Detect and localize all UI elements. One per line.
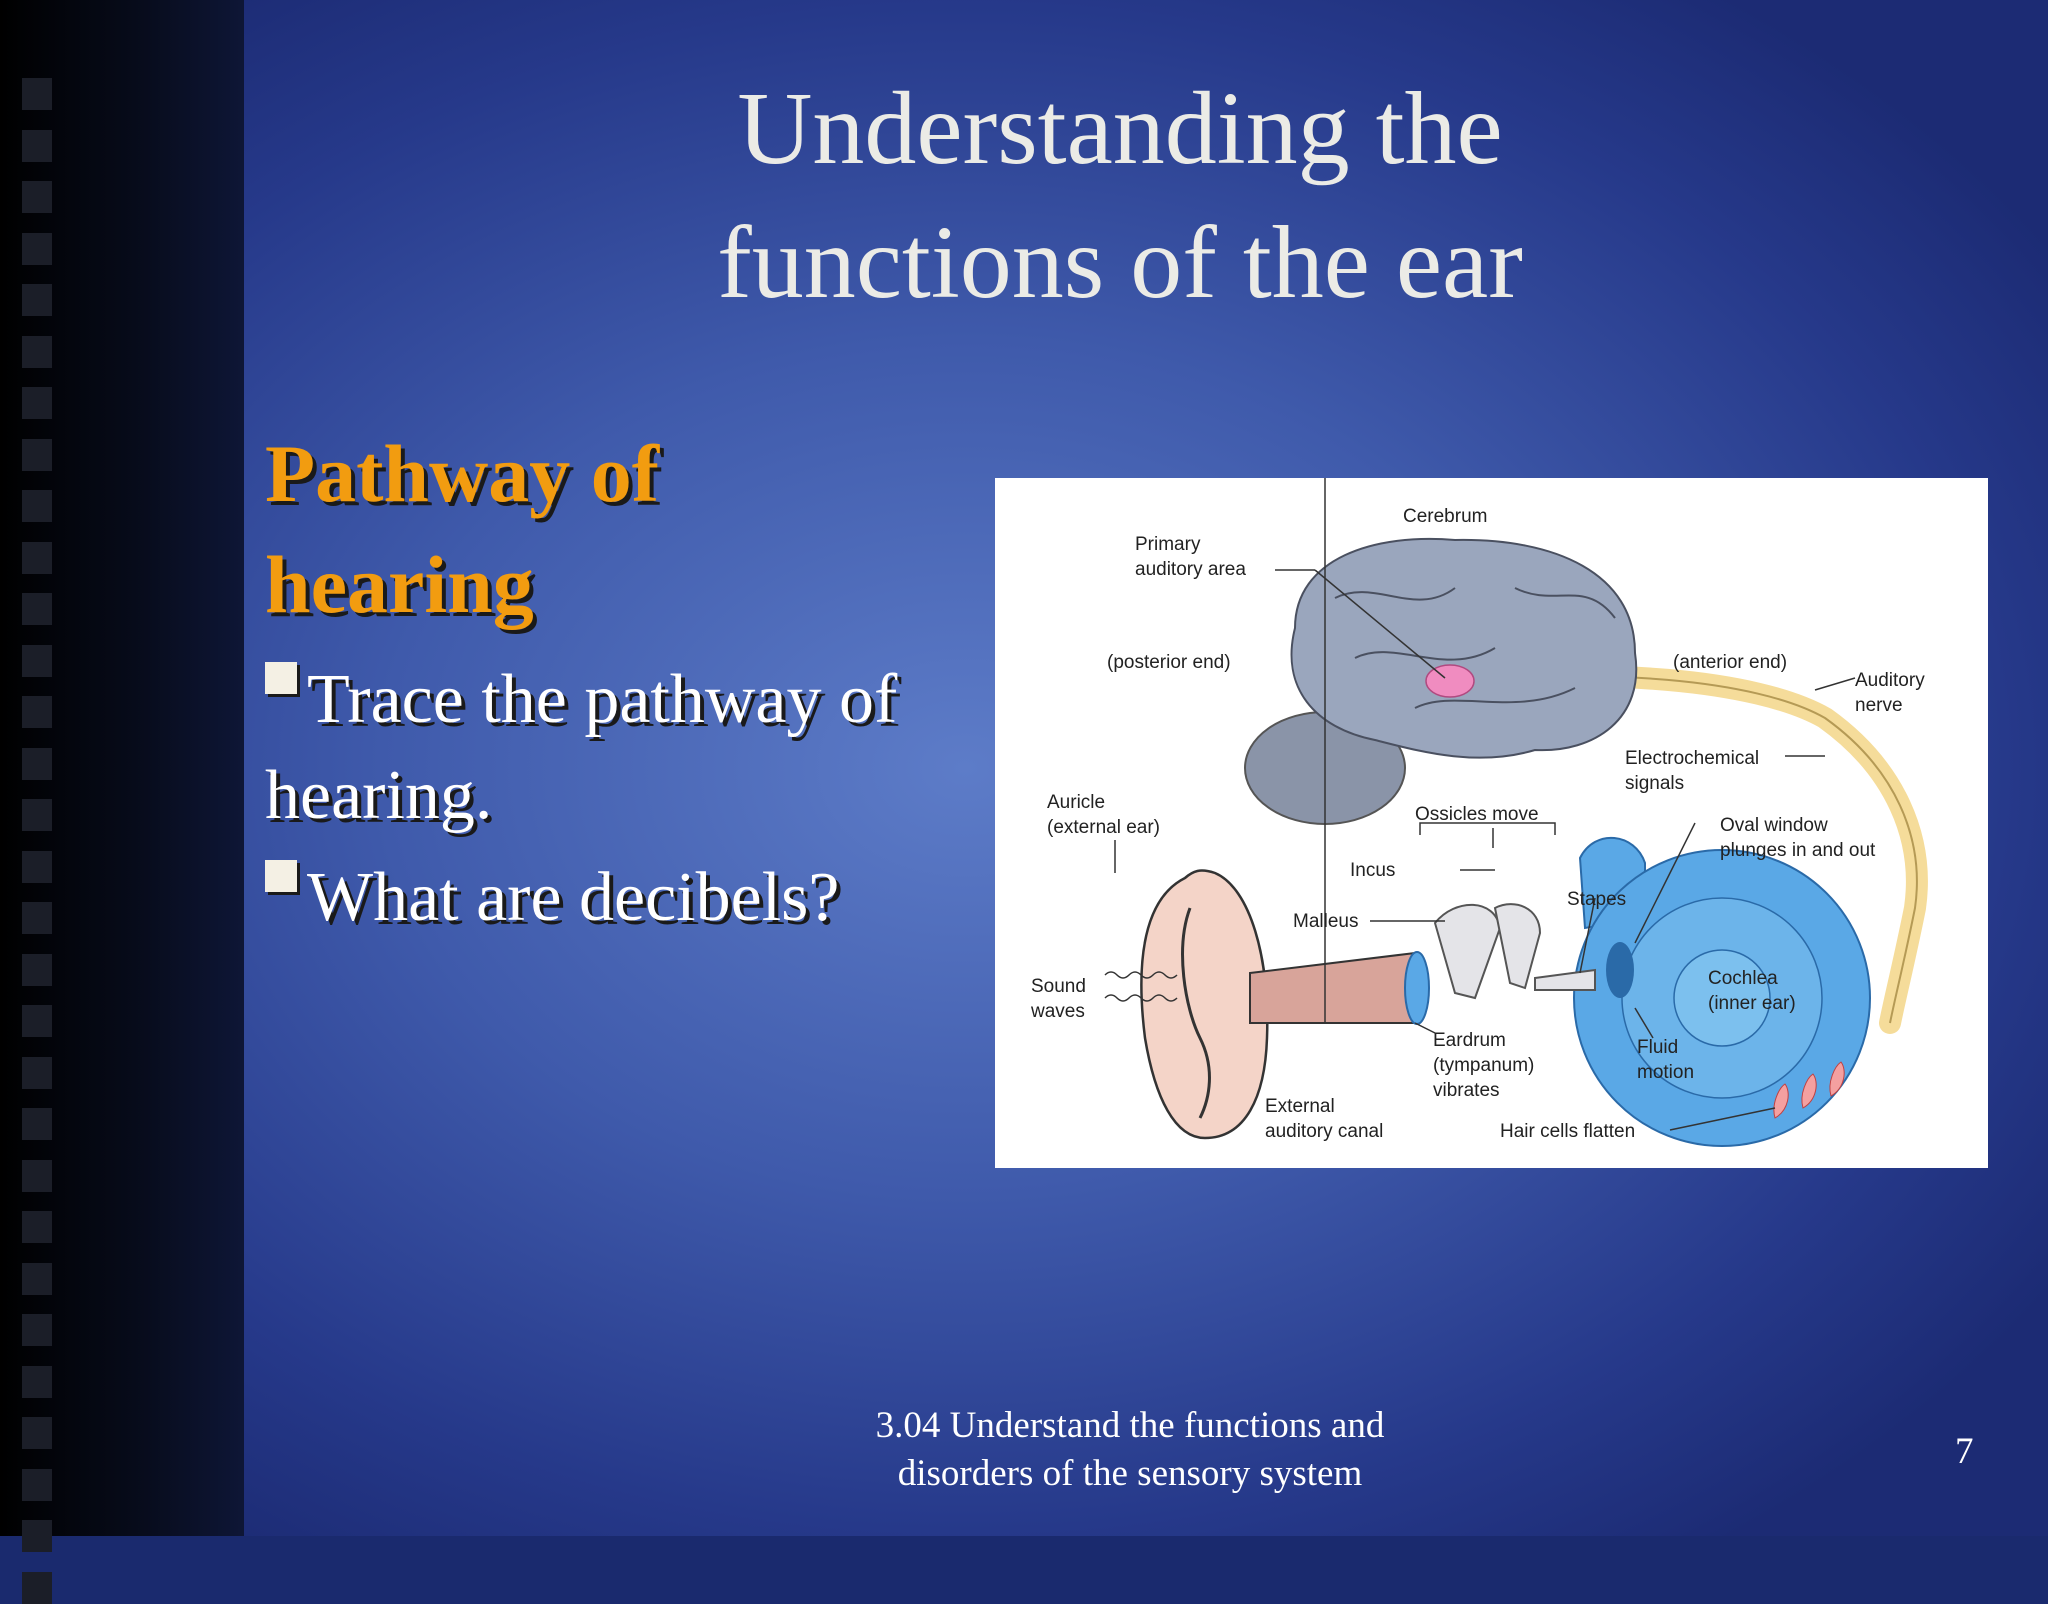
film-strip-square (22, 1417, 52, 1449)
label-eardrum-1: Eardrum (1433, 1030, 1506, 1051)
label-auricle-1: Auricle (1047, 792, 1105, 813)
label-auditory-nerve-1: Auditory (1855, 670, 1925, 691)
film-strip-square (22, 747, 52, 780)
label-auricle-2: (external ear) (1047, 817, 1160, 838)
label-fluid-motion-1: Fluid (1637, 1037, 1678, 1058)
film-strip-square (22, 387, 52, 419)
left-decorative-strip (0, 0, 244, 1604)
film-strip-square (22, 1468, 52, 1501)
auricle (1140, 869, 1269, 1140)
auricle-fold (1181, 907, 1211, 1119)
label-incus: Incus (1350, 860, 1395, 881)
label-electrochemical-2: signals (1625, 773, 1684, 794)
bullet-list: Trace the pathway of hearing. What are d… (265, 652, 985, 952)
label-eardrum-2: (tympanum) (1433, 1055, 1534, 1076)
film-strip-square (22, 1571, 52, 1604)
film-strip-square (22, 1520, 52, 1552)
label-sound-waves-2: waves (1030, 1001, 1085, 1022)
label-electrochemical-1: Electrochemical (1625, 748, 1759, 769)
film-strip-square (22, 1159, 52, 1192)
stapes (1534, 968, 1596, 991)
label-hair-cells: Hair cells flatten (1500, 1121, 1635, 1142)
film-strip-square (22, 1365, 52, 1398)
subheading: Pathway of hearing (265, 428, 660, 630)
bullet-item: Trace the pathway of hearing. (265, 652, 985, 844)
sound-wave (1104, 994, 1178, 1002)
page-number: 7 (1955, 1431, 1974, 1472)
title-line-1: Understanding the (737, 71, 1503, 186)
film-strip-square (22, 438, 52, 471)
cochlea-center (1673, 949, 1771, 1047)
film-strip-square (22, 644, 52, 677)
label-cerebrum: Cerebrum (1403, 506, 1487, 527)
film-strip-square (22, 181, 52, 213)
film-strip-square (22, 593, 52, 625)
sound-wave (1104, 971, 1178, 979)
label-ossicles-move: Ossicles move (1415, 804, 1539, 825)
hair-cell (1773, 1083, 1789, 1119)
film-strip-square (22, 1005, 52, 1037)
cerebrum (1290, 537, 1638, 759)
film-strip-square (22, 850, 52, 883)
film-strip-square (22, 1262, 52, 1295)
film-strip-square (22, 953, 52, 986)
label-fluid-motion-2: motion (1637, 1062, 1694, 1083)
bullet-text: What are decibels? (307, 859, 840, 936)
label-cochlea-2: (inner ear) (1708, 993, 1796, 1014)
film-strip-square (22, 1056, 52, 1089)
title-line-2: functions of the ear (717, 205, 1523, 320)
film-strip-square (22, 696, 52, 728)
incus (1493, 903, 1542, 990)
label-anterior-end: (anterior end) (1673, 652, 1787, 673)
film-strip-square (22, 232, 52, 265)
film-strip-square (22, 490, 52, 522)
label-oval-window-1: Oval window (1720, 815, 1828, 836)
bullet-text: Trace the pathway of hearing. (265, 661, 898, 834)
label-eardrum-3: vibrates (1433, 1080, 1500, 1101)
label-external-canal-2: auditory canal (1265, 1121, 1383, 1142)
film-strip-square (22, 1211, 52, 1243)
label-stapes: Stapes (1567, 889, 1626, 910)
film-strip-square (22, 78, 52, 110)
label-malleus: Malleus (1293, 911, 1358, 932)
external-auditory-canal (1249, 951, 1416, 1024)
film-strip-square (22, 284, 52, 316)
label-primary-auditory-1: Primary (1135, 534, 1201, 555)
label-sound-waves-1: Sound (1031, 976, 1086, 997)
hair-cell (1801, 1073, 1817, 1109)
label-primary-auditory-2: auditory area (1135, 559, 1246, 580)
slide-footer: 3.04 Understand the functions and disord… (790, 1402, 1470, 1498)
label-posterior-end: (posterior end) (1107, 652, 1231, 673)
film-strip-square (22, 799, 52, 831)
film-strip-square (22, 541, 52, 574)
film-strip-square (22, 1314, 52, 1346)
label-external-canal-1: External (1265, 1096, 1335, 1117)
oval-window (1606, 942, 1634, 998)
film-strip-square (22, 335, 52, 368)
bullet-item: What are decibels? (265, 850, 985, 946)
slide-title: Understanding the functions of the ear (600, 62, 1640, 330)
eardrum (1404, 951, 1430, 1025)
ear-anatomy-figure: Cerebrum Primary auditory area (posterio… (995, 478, 1988, 1168)
ear-pathway-diagram: Cerebrum Primary auditory area (posterio… (1030, 478, 1928, 1147)
label-oval-window-2: plunges in and out (1720, 840, 1876, 861)
brain-fold (1334, 587, 1616, 709)
primary-auditory-area (1425, 664, 1475, 698)
footer-line-1: 3.04 Understand the functions and (875, 1405, 1385, 1446)
film-strip-square (22, 1108, 52, 1140)
film-strip-square (22, 902, 52, 934)
square-bullet-icon (265, 860, 297, 892)
leader-lines (1114, 478, 1856, 1131)
footer-line-2: disorders of the sensory system (897, 1453, 1363, 1494)
film-strip-square (22, 129, 52, 162)
square-bullet-icon (265, 662, 297, 694)
label-auditory-nerve-2: nerve (1855, 695, 1903, 716)
hair-cell (1829, 1061, 1845, 1097)
label-cochlea-1: Cochlea (1708, 968, 1778, 989)
malleus (1433, 903, 1502, 1000)
